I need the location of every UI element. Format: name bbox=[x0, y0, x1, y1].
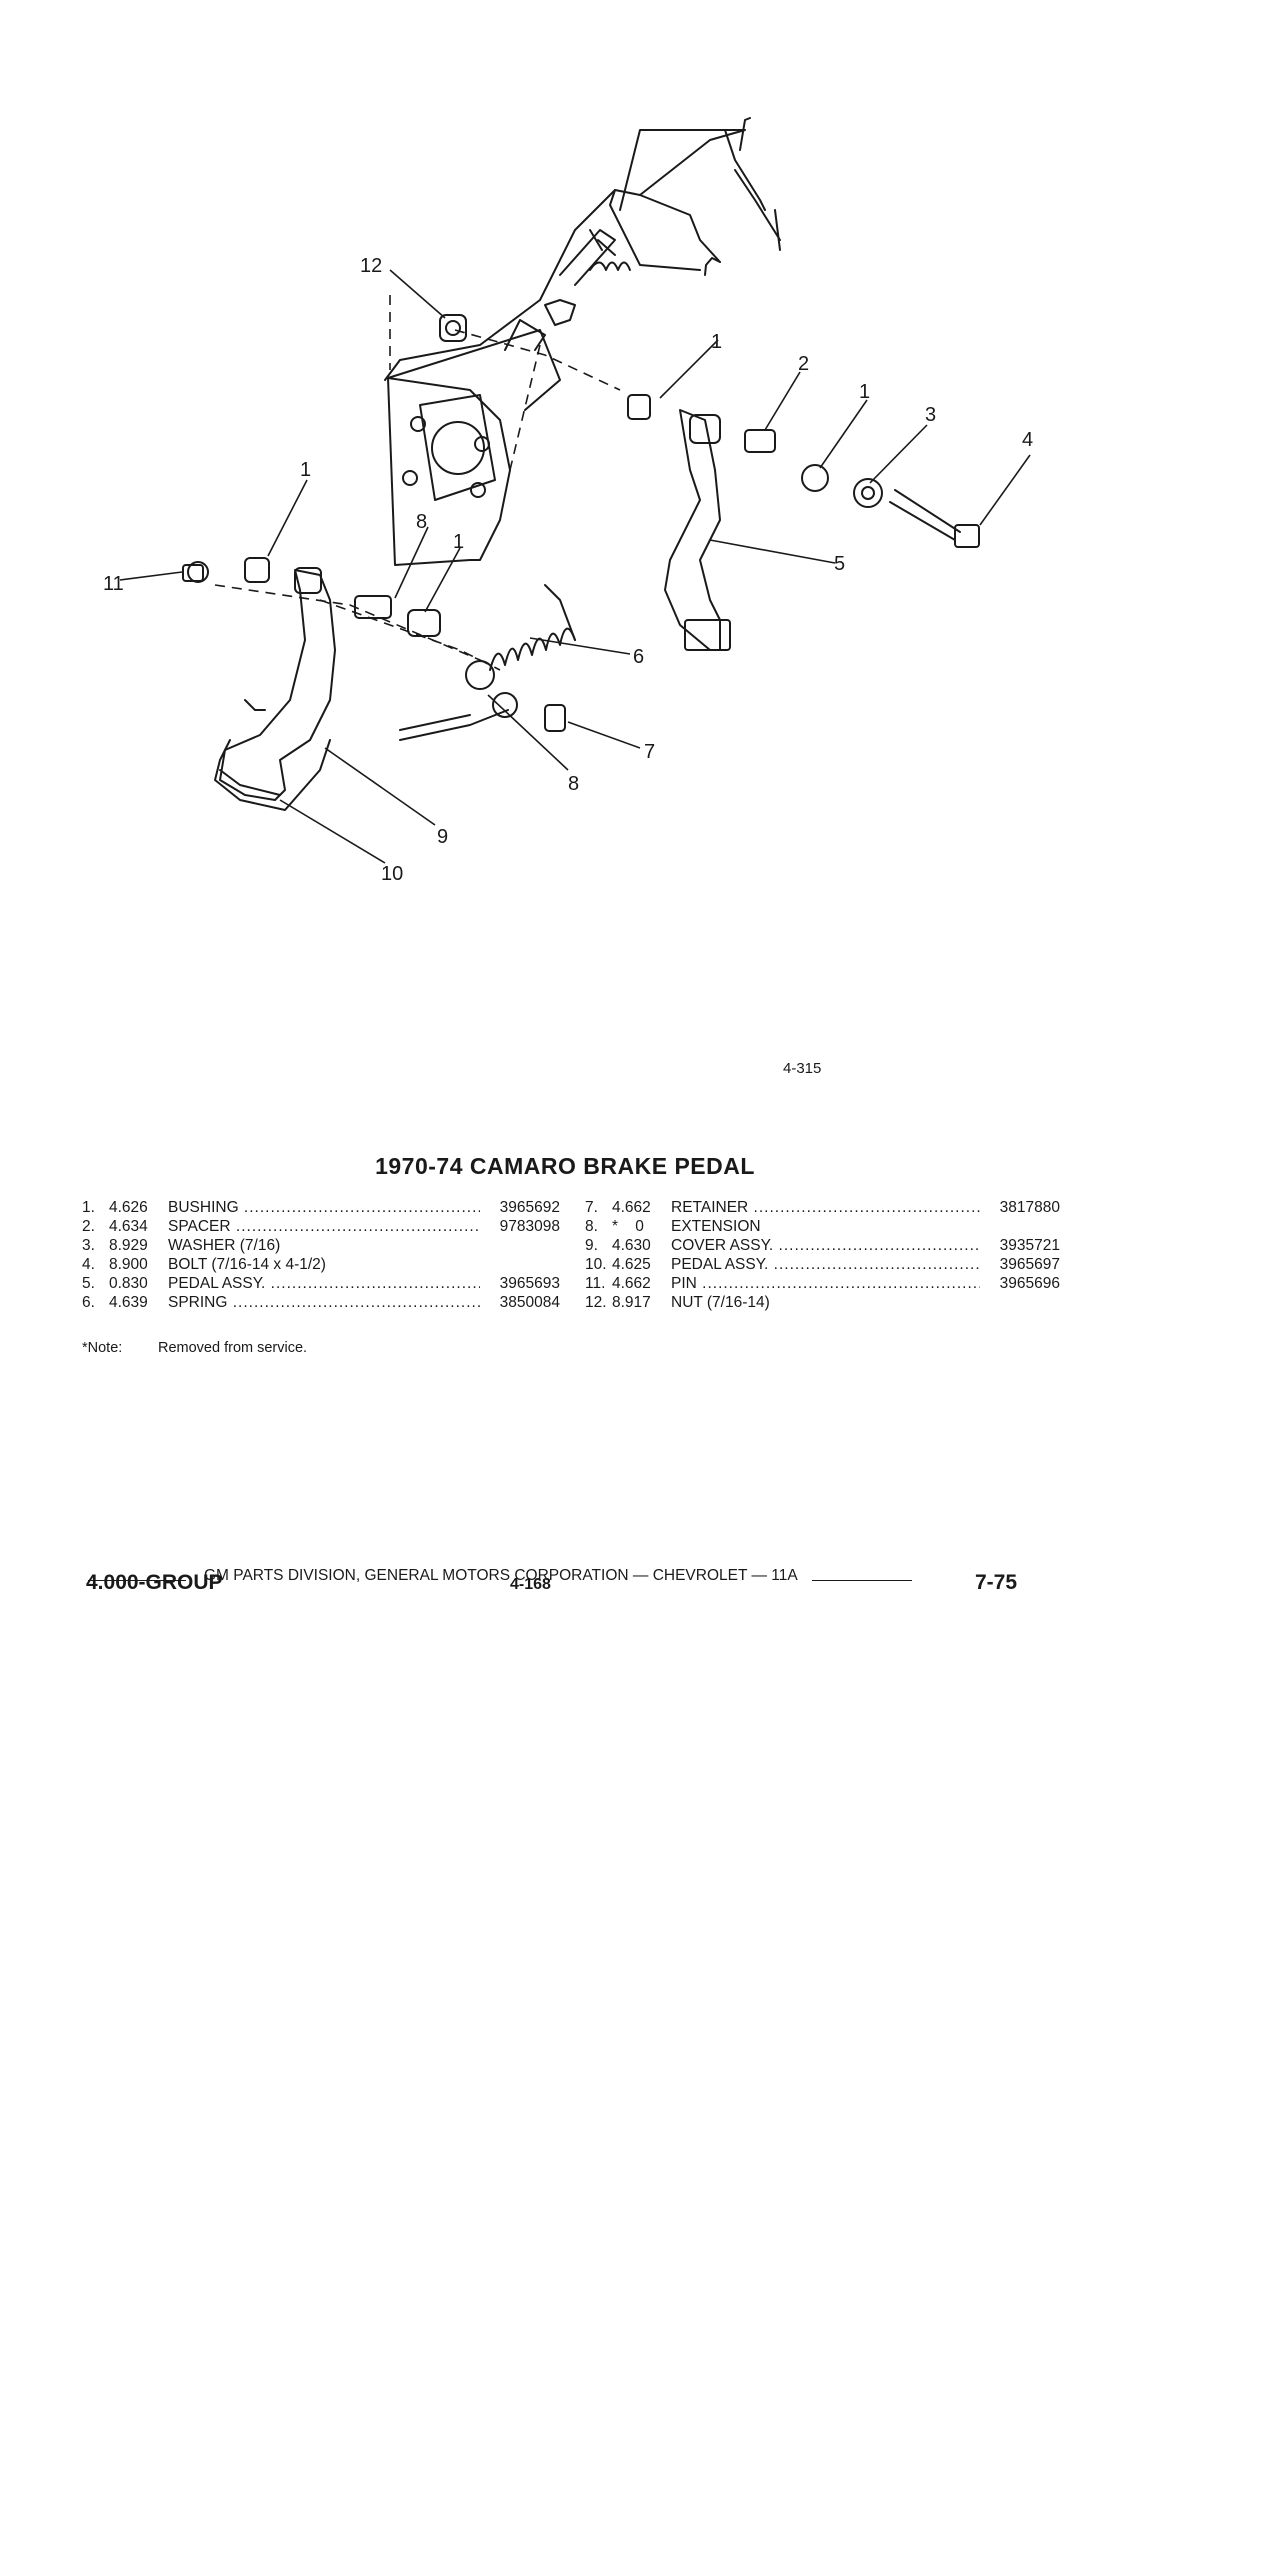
parts-row: 2. 4.634 SPACER9783098 bbox=[82, 1217, 560, 1236]
footer-corporation-line: GM PARTS DIVISION, GENERAL MOTORS CORPOR… bbox=[88, 1567, 1023, 1585]
callout-12: 12 bbox=[360, 255, 382, 277]
page-title: 1970-74 CAMARO BRAKE PEDAL bbox=[375, 1153, 755, 1179]
callout-1a: 1 bbox=[711, 331, 722, 353]
footer-date: 7-75 bbox=[975, 1571, 1018, 1594]
part-number bbox=[980, 1217, 1060, 1236]
figure-number: 4-315 bbox=[783, 1060, 822, 1077]
part-number: 3965696 bbox=[980, 1274, 1060, 1293]
group-code: * 0 bbox=[612, 1218, 644, 1235]
parts-row: 7. 4.662 RETAINER3817880 bbox=[585, 1198, 1060, 1217]
part-description: SPACER bbox=[168, 1217, 480, 1236]
service-note: *Note: Removed from service. bbox=[82, 1340, 307, 1356]
part-number bbox=[980, 1293, 1060, 1312]
group-code: 8.917 bbox=[612, 1294, 651, 1311]
lower-pedal-arm bbox=[219, 569, 336, 801]
group-code: 4.639 bbox=[109, 1294, 148, 1311]
footer-group: 4.000-GROUP bbox=[86, 1571, 223, 1594]
part-number bbox=[480, 1236, 560, 1255]
callout-8a: 8 bbox=[416, 511, 427, 533]
parts-row: 9. 4.630 COVER ASSY.3935721 bbox=[585, 1236, 1060, 1255]
note-label: *Note: bbox=[82, 1340, 123, 1356]
part-description: EXTENSION bbox=[671, 1218, 761, 1235]
parts-row: 6. 4.639 SPRING3850084 bbox=[82, 1293, 560, 1312]
footer-rule-left bbox=[88, 1579, 186, 1581]
note-text: Removed from service. bbox=[158, 1340, 308, 1356]
part-description: RETAINER bbox=[671, 1198, 980, 1217]
parts-row: 11. 4.662 PIN3965696 bbox=[585, 1274, 1060, 1293]
part-number: 3817880 bbox=[980, 1198, 1060, 1217]
item-number: 4. bbox=[82, 1256, 95, 1273]
parts-row: 1. 4.626 BUSHING3965692 bbox=[82, 1198, 560, 1217]
item-number: 12. bbox=[585, 1294, 607, 1311]
group-code: 4.662 bbox=[612, 1275, 651, 1292]
callout-11: 11 bbox=[103, 573, 124, 595]
parts-row: 12. 8.917 NUT (7/16-14) bbox=[585, 1293, 1060, 1312]
item-number: 7. bbox=[585, 1199, 598, 1216]
parts-list-left: 1. 4.626 BUSHING3965692 2. 4.634 SPACER97830… bbox=[82, 1198, 560, 1312]
part-number: 3850084 bbox=[480, 1293, 560, 1312]
callout-6: 6 bbox=[633, 646, 644, 668]
group-code: 4.626 bbox=[109, 1199, 148, 1216]
item-number: 1. bbox=[82, 1199, 95, 1216]
part-description: WASHER (7/16) bbox=[168, 1237, 281, 1254]
callout-1b: 1 bbox=[859, 381, 870, 403]
part-number: 3965692 bbox=[480, 1198, 560, 1217]
firewall-panel bbox=[384, 129, 746, 381]
part-description: COVER ASSY. bbox=[671, 1236, 980, 1255]
part-description: PEDAL ASSY. bbox=[168, 1274, 480, 1293]
callout-4: 4 bbox=[1022, 429, 1033, 451]
part-number: 9783098 bbox=[480, 1217, 560, 1236]
part-number: 3965693 bbox=[480, 1274, 560, 1293]
parts-row: 8. * 0 EXTENSION bbox=[585, 1217, 1060, 1236]
callout-10: 10 bbox=[381, 863, 403, 885]
item-number: 10. bbox=[585, 1256, 607, 1273]
item-number: 11. bbox=[585, 1275, 606, 1292]
footer-rule-right bbox=[811, 1579, 912, 1581]
part-description: SPRING bbox=[168, 1293, 480, 1312]
item-number: 2. bbox=[82, 1218, 95, 1235]
item-number: 9. bbox=[585, 1237, 598, 1254]
part-description: PEDAL ASSY. bbox=[671, 1255, 980, 1274]
callout-2: 2 bbox=[798, 353, 809, 375]
callout-8b: 8 bbox=[568, 773, 579, 795]
callout-9: 9 bbox=[437, 826, 448, 848]
group-code: 4.630 bbox=[612, 1237, 651, 1254]
diagram-callouts: 12 1 2 1 3 4 5 1 8 1 11 6 7 8 9 10 bbox=[103, 255, 1033, 885]
return-spring bbox=[489, 627, 576, 671]
group-code: 4.662 bbox=[612, 1199, 651, 1216]
item-number: 8. bbox=[585, 1218, 598, 1235]
callout-3: 3 bbox=[925, 404, 936, 426]
part-description: NUT (7/16-14) bbox=[671, 1294, 770, 1311]
group-code: 4.634 bbox=[109, 1218, 148, 1235]
part-number: 3935721 bbox=[980, 1236, 1060, 1255]
callout-7: 7 bbox=[644, 741, 655, 763]
group-code: 8.929 bbox=[109, 1237, 148, 1254]
callout-5: 5 bbox=[834, 553, 845, 575]
parts-row: 5. 0.830 PEDAL ASSY.3965693 bbox=[82, 1274, 560, 1293]
callout-1d: 1 bbox=[453, 531, 464, 553]
parts-list-right: 7. 4.662 RETAINER3817880 8. * 0 EXTENSION 9.… bbox=[585, 1198, 1060, 1312]
part-description: BUSHING bbox=[168, 1198, 480, 1217]
group-code: 8.900 bbox=[109, 1256, 148, 1273]
group-code: 0.830 bbox=[109, 1275, 148, 1292]
group-code: 4.625 bbox=[612, 1256, 651, 1273]
parts-row: 4. 8.900 BOLT (7/16-14 x 4-1/2) bbox=[82, 1255, 560, 1274]
part-number bbox=[480, 1255, 560, 1274]
footer-corporation: GM PARTS DIVISION, GENERAL MOTORS CORPOR… bbox=[204, 1567, 798, 1584]
parts-row: 10. 4.625 PEDAL ASSY.3965697 bbox=[585, 1255, 1060, 1274]
part-description: BOLT (7/16-14 x 4-1/2) bbox=[168, 1256, 326, 1273]
part-description: PIN bbox=[671, 1274, 980, 1293]
brake-pedal-exploded-diagram: 12 1 2 1 3 4 5 1 8 1 11 6 7 8 9 10 bbox=[103, 117, 1033, 885]
item-number: 3. bbox=[82, 1237, 95, 1254]
item-number: 5. bbox=[82, 1275, 95, 1292]
part-number: 3965697 bbox=[980, 1255, 1060, 1274]
callout-1c: 1 bbox=[300, 459, 311, 481]
upper-pedal-arm bbox=[664, 409, 721, 651]
footer-page-number: 4-168 bbox=[510, 1576, 551, 1593]
item-number: 6. bbox=[82, 1294, 95, 1311]
parts-row: 3. 8.929 WASHER (7/16) bbox=[82, 1236, 560, 1255]
